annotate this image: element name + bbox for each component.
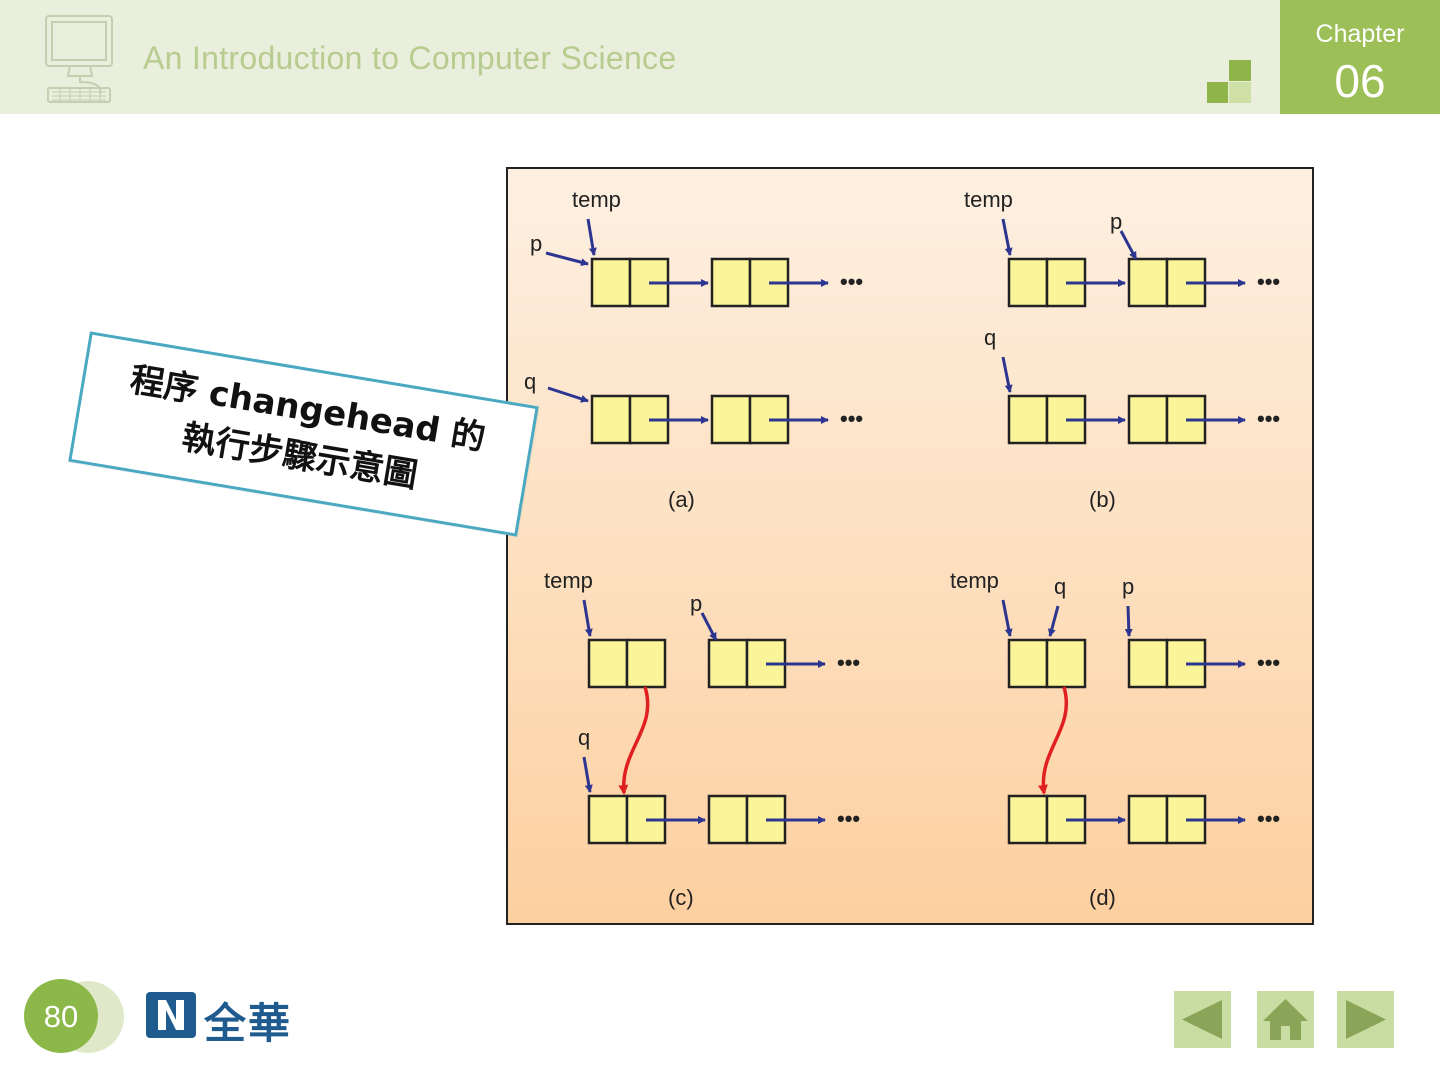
new-link-arrow	[618, 686, 650, 795]
chapter-badge: Chapter 06	[1280, 0, 1440, 114]
panel-d: ••• temp q p ••• (d)	[950, 568, 1280, 910]
p-label: p	[1110, 209, 1122, 234]
triangle-right-icon	[1346, 1000, 1386, 1039]
chapter-label: Chapter	[1315, 20, 1405, 48]
panel-caption: (a)	[668, 487, 695, 512]
panel-b: ••• temp p ••• q (b)	[964, 187, 1280, 512]
panel-a: ••• temp p ••• q (a)	[524, 187, 863, 512]
callout-box: 程序 changehead 的 執行步驟示意圖	[68, 331, 539, 537]
new-link-arrow	[1037, 686, 1069, 795]
ellipsis-label: •••	[1257, 406, 1280, 431]
previous-button[interactable]	[1174, 991, 1231, 1048]
p-label: p	[1122, 574, 1134, 599]
header-bar: An Introduction to Computer Science Chap…	[0, 0, 1440, 114]
diagram-canvas: ••• temp p ••• q (a)	[524, 187, 1280, 910]
decorative-squares-icon	[1207, 60, 1251, 103]
panel-caption: (b)	[1089, 487, 1116, 512]
panel-c: ••• temp p ••• q (c)	[544, 568, 860, 910]
page-number: 80	[43, 999, 79, 1034]
publisher-name: 全華	[204, 999, 293, 1048]
next-button[interactable]	[1337, 991, 1394, 1048]
ellipsis-label: •••	[1257, 650, 1280, 675]
list-node	[590, 257, 670, 308]
list-node	[710, 257, 790, 308]
publisher-mark-icon	[146, 992, 196, 1038]
triangle-left-icon	[1182, 1000, 1222, 1039]
q-label: q	[578, 725, 590, 750]
panel-caption: (d)	[1089, 885, 1116, 910]
q-label: q	[1054, 574, 1066, 599]
ellipsis-label: •••	[837, 806, 860, 831]
p-label: p	[690, 591, 702, 616]
linked-list-diagram: ••• temp p ••• q (a)	[506, 167, 1314, 925]
list-node	[1007, 638, 1087, 689]
chapter-number: 06	[1334, 55, 1386, 107]
p-label: p	[530, 231, 542, 256]
home-button[interactable]	[1257, 991, 1314, 1048]
panel-caption: (c)	[668, 885, 694, 910]
temp-label: temp	[950, 568, 999, 593]
temp-label: temp	[572, 187, 621, 212]
list-node	[587, 794, 667, 845]
list-node	[707, 794, 787, 845]
ellipsis-label: •••	[837, 650, 860, 675]
temp-label: temp	[544, 568, 593, 593]
q-label: q	[984, 325, 996, 350]
ellipsis-label: •••	[1257, 806, 1280, 831]
q-label: q	[524, 369, 536, 394]
course-title: An Introduction to Computer Science	[143, 40, 677, 76]
ellipsis-label: •••	[840, 406, 863, 431]
page-number-badge: 80	[24, 979, 124, 1053]
list-node	[587, 638, 667, 689]
list-node	[707, 638, 787, 689]
list-node	[1007, 394, 1087, 445]
temp-label: temp	[964, 187, 1013, 212]
ellipsis-label: •••	[1257, 269, 1280, 294]
computer-icon	[45, 15, 113, 103]
home-icon	[1263, 999, 1308, 1040]
ellipsis-label: •••	[840, 269, 863, 294]
